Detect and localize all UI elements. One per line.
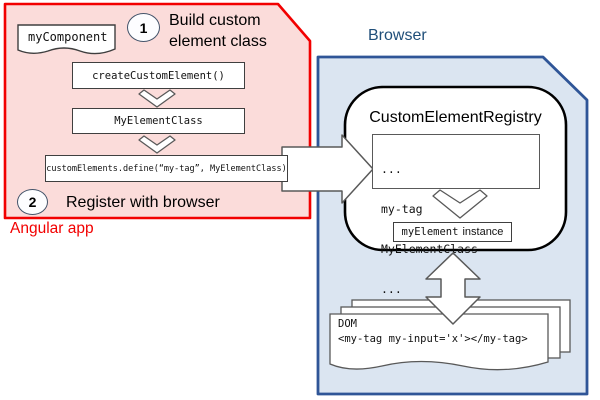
dom-paper-front bbox=[329, 313, 549, 371]
registry-row: ... bbox=[381, 282, 402, 297]
my-component-document-shape bbox=[17, 24, 116, 55]
my-element-class-box: MyElementClass bbox=[72, 108, 245, 134]
registry-row: my-tag bbox=[381, 202, 423, 217]
down-arrow-icon bbox=[138, 135, 176, 154]
registry-table: ... my-tag MyElementClass ... bbox=[372, 134, 540, 296]
step-2-badge: 2 bbox=[17, 189, 48, 215]
registry-title: CustomElementRegistry bbox=[369, 109, 542, 126]
my-element-instance-box: myElement instance bbox=[393, 222, 512, 242]
my-component-label: myComponent bbox=[28, 30, 108, 44]
right-arrow-icon bbox=[281, 134, 374, 204]
angular-app-title: Angular app bbox=[10, 220, 94, 237]
registry-row: MyElementClass bbox=[381, 242, 478, 257]
step-2-label: Register with browser bbox=[66, 194, 220, 211]
step-2-number: 2 bbox=[28, 194, 37, 210]
registry-row: ... bbox=[381, 161, 402, 176]
step-1-line2: element class bbox=[169, 33, 267, 50]
step-1-label: Build custom element class bbox=[169, 10, 267, 52]
custom-elements-define-box: customElements.define(“my-tag”, MyElemen… bbox=[45, 155, 288, 182]
dom-label: DOM bbox=[338, 318, 357, 330]
step-1-number: 1 bbox=[139, 19, 148, 36]
dom-markup-text: <my-tag my-input='x'></my-tag> bbox=[338, 333, 528, 345]
step-1-badge: 1 bbox=[127, 13, 160, 42]
create-custom-element-box: createCustomElement() bbox=[72, 62, 245, 89]
up-down-arrow-icon bbox=[425, 252, 481, 325]
step-1-line1: Build custom bbox=[169, 12, 261, 29]
down-arrow-icon bbox=[138, 89, 176, 108]
browser-title: Browser bbox=[368, 27, 427, 44]
instance-code-label: myElement bbox=[401, 226, 459, 238]
down-arrow-icon bbox=[432, 189, 488, 219]
instance-plain-label: instance bbox=[462, 226, 504, 238]
